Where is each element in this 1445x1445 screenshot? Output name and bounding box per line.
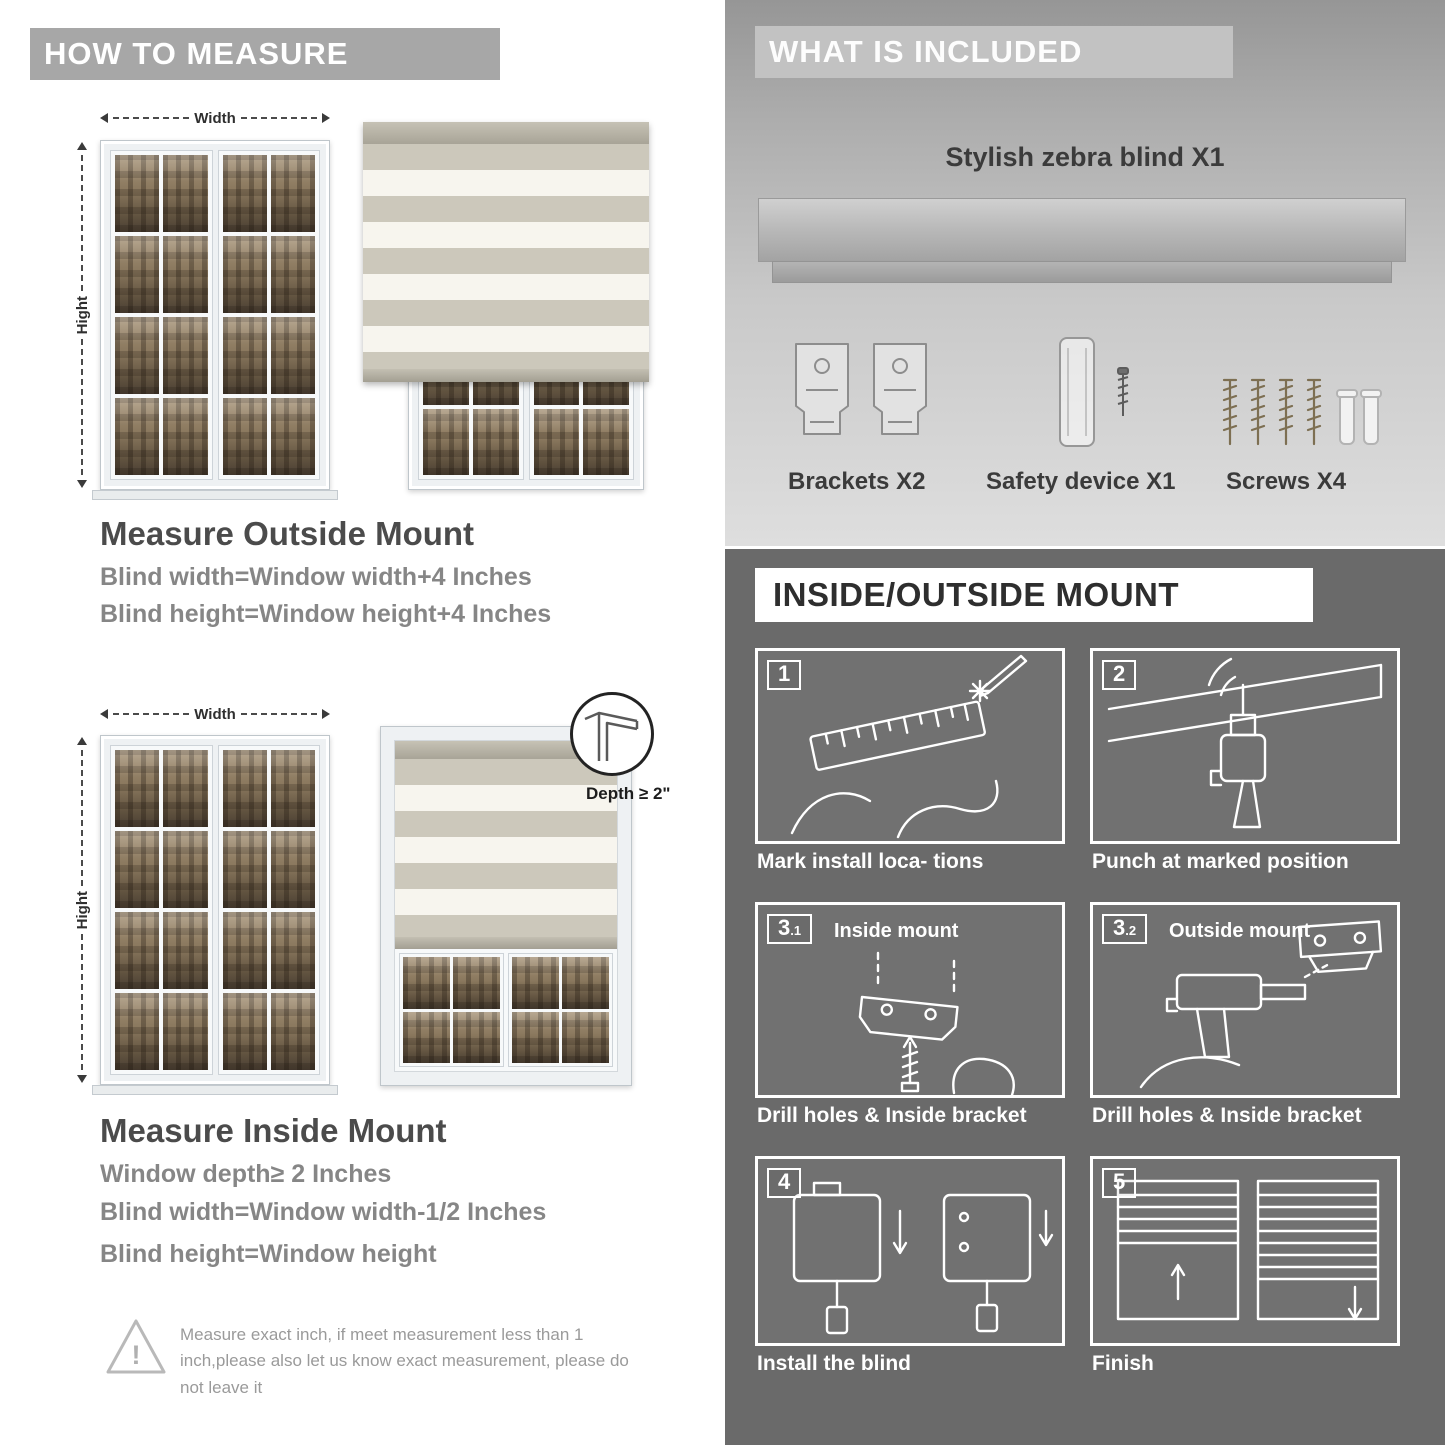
step3-1-caption: Drill holes & Inside bracket (757, 1104, 1027, 1127)
inside-formula-depth: Window depth≥ 2 Inches (100, 1160, 392, 1188)
depth-callout-circle (570, 692, 654, 776)
arrow-down-icon (77, 1075, 87, 1084)
arrow-right-icon (322, 709, 331, 719)
step3-1-number: 3.1 (767, 914, 813, 944)
arrow-up-icon (77, 142, 87, 150)
step3-2-title: Outside mount (1169, 920, 1311, 942)
step3-2-panel: 3.2 Outside mount (1090, 902, 1400, 1098)
what-is-included-title: WHAT IS INCLUDED (769, 34, 1083, 69)
arrow-up-icon (77, 737, 87, 745)
product-label: Stylish zebra blind X1 (945, 142, 1225, 172)
inside-height-dimension: Hight (73, 737, 91, 1084)
outside-width-label: Width (194, 109, 236, 127)
blind-stripes (363, 144, 649, 369)
inside-demo-window (380, 726, 632, 1086)
step5-caption: Finish (1092, 1352, 1154, 1375)
step3-1-panel: 3.1 Inside mount (755, 902, 1065, 1098)
drill-illustration (1107, 657, 1383, 829)
zebra-blind-headrail-illustration (758, 198, 1406, 262)
step2-caption: Punch at marked position (1092, 850, 1349, 873)
screws-label: Screws X4 (1226, 468, 1347, 495)
step3-1-title: Inside mount (834, 920, 959, 942)
warning-triangle-icon: ! (106, 1319, 166, 1374)
outside-height-label: Hight (73, 295, 91, 335)
step5-number: 5 (1102, 1168, 1137, 1198)
screws-icon (1222, 378, 1382, 446)
inside-formula-width: Blind width=Window width-1/2 Inches (100, 1198, 547, 1226)
inside-mount-title: Measure Inside Mount (100, 1112, 447, 1149)
outside-width-dimension: Width (100, 109, 331, 127)
outside-window-illustration (100, 140, 330, 490)
step1-number: 1 (767, 660, 802, 690)
what-is-included-header: WHAT IS INCLUDED (755, 26, 1233, 78)
step3-2-number: 3.2 (1102, 914, 1148, 944)
inside-window-illustration (100, 735, 330, 1085)
mount-guide-header: INSIDE/OUTSIDE MOUNT (755, 568, 1313, 622)
outside-height-dimension: Hight (73, 142, 91, 489)
window-sill (92, 490, 338, 500)
step4-number: 4 (767, 1168, 802, 1198)
arrow-left-icon (100, 113, 108, 123)
outside-formula-height: Blind height=Window height+4 Inches (100, 600, 552, 628)
window-sill (92, 1085, 338, 1095)
step2-number: 2 (1102, 660, 1137, 690)
how-to-measure-header: HOW TO MEASURE (30, 28, 500, 80)
brackets-icon (795, 343, 927, 435)
outside-zebra-blind-illustration (363, 122, 649, 382)
blind-bottom-rail (395, 937, 617, 949)
warning-text: Measure exact inch, if meet measurement … (180, 1325, 629, 1397)
outside-mount-title: Measure Outside Mount (100, 515, 475, 552)
arrow-down-icon (77, 480, 87, 489)
brackets-label: Brackets X2 (788, 468, 926, 495)
outside-formula-width: Blind width=Window width+4 Inches (100, 563, 532, 591)
depth-callout-label: Depth ≥ 2" (586, 784, 671, 803)
mount-guide-section (725, 549, 1445, 1445)
safety-device-label: Safety device X1 (986, 468, 1176, 495)
step4-caption: Install the blind (757, 1352, 912, 1375)
warning-exclamation: ! (132, 1340, 141, 1370)
blind-cassette (395, 741, 617, 759)
zebra-blind-headrail-lip (772, 261, 1392, 283)
inside-width-label: Width (194, 705, 236, 723)
blind-stripes (395, 759, 617, 937)
finish-illustration (1116, 1179, 1380, 1321)
step3-2-caption: Drill holes & Inside bracket (1092, 1104, 1362, 1127)
inside-height-label: Hight (73, 890, 91, 930)
step4-panel: 4 (755, 1156, 1065, 1346)
arrow-left-icon (100, 709, 108, 719)
blind-bottom-rail (363, 369, 649, 382)
mount-guide-title: INSIDE/OUTSIDE MOUNT (773, 576, 1180, 613)
inside-formula-height: Blind height=Window height (100, 1240, 437, 1268)
inside-width-dimension: Width (100, 705, 331, 723)
install-blind-illustration (792, 1181, 1054, 1335)
arrow-right-icon (322, 113, 331, 123)
inside-bracket-illustration (858, 951, 1015, 1095)
step1-caption: Mark install loca- tions (757, 850, 984, 873)
window-corner-icon (584, 711, 639, 761)
safety-device-icon (1059, 337, 1129, 447)
step5-panel: 5 (1090, 1156, 1400, 1346)
how-to-measure-title: HOW TO MEASURE (44, 36, 349, 71)
step2-panel: 2 (1090, 648, 1400, 844)
outside-bracket-illustration (1139, 920, 1383, 1089)
mark-locations-illustration (790, 654, 1028, 839)
blind-cassette (363, 122, 649, 144)
step1-panel: 1 (755, 648, 1065, 844)
